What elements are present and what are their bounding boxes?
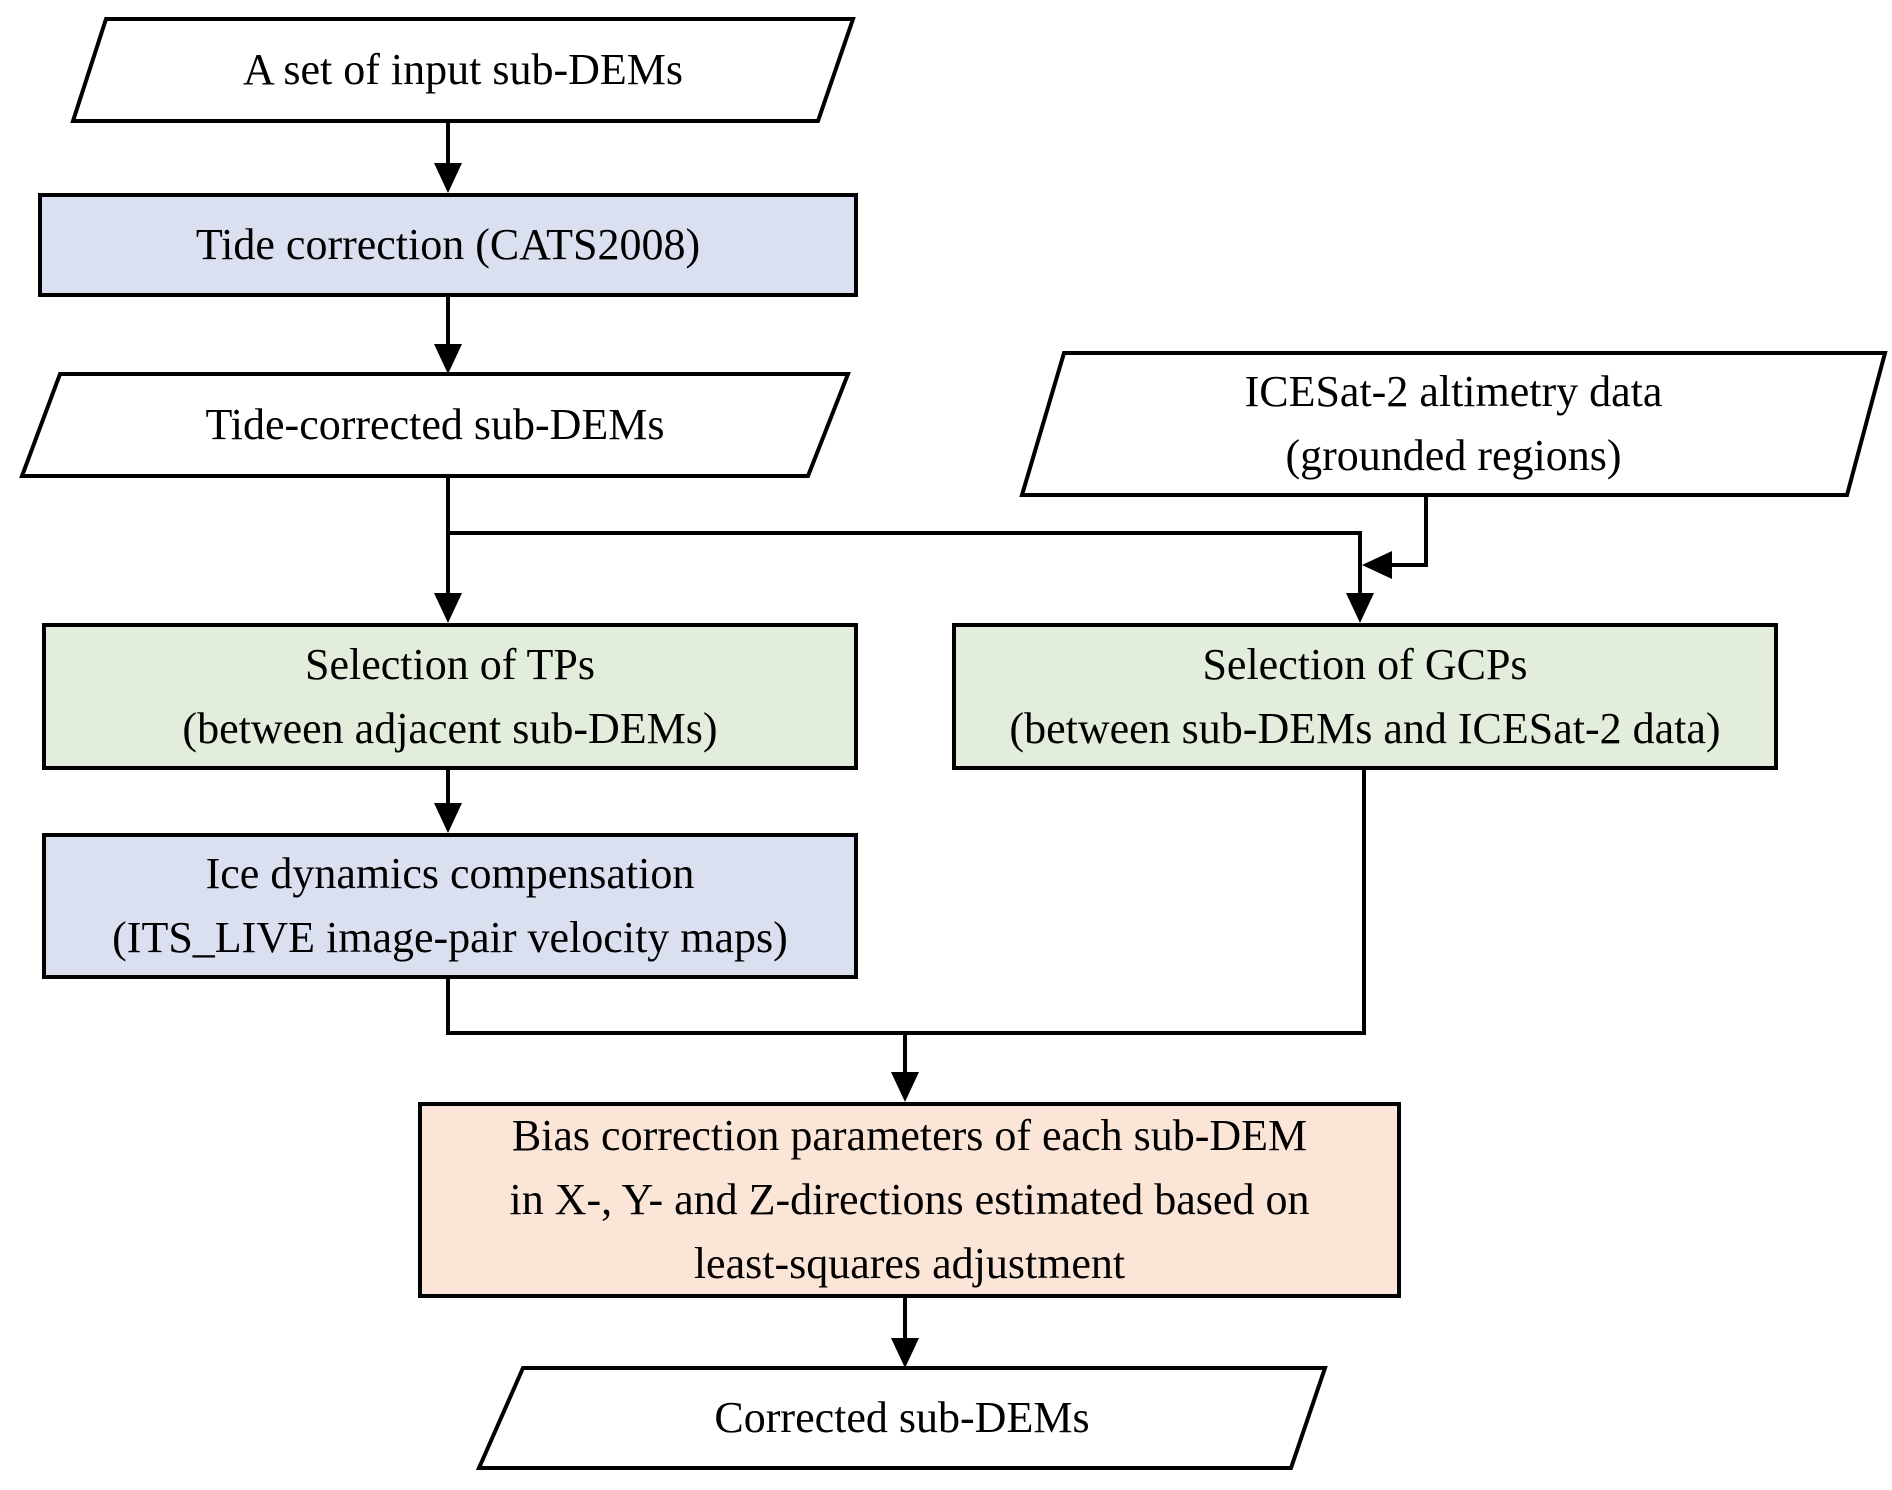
node-tps-label-line-1: Selection of TPs (304, 639, 596, 689)
arrowhead-into-ice-dynamics (434, 803, 462, 833)
node-ice-dynamics-label-line-2: (ITS_LIVE image-pair velocity maps) (112, 913, 788, 962)
line-branch-to-gcps (448, 531, 1362, 596)
node-input-subdems-label: A set of input sub-DEMs (243, 45, 683, 94)
node-bias-label-line-3: least-squares adjustment (693, 1239, 1126, 1288)
node-selection-of-tps: Selection of TPs (between adjacent sub-D… (42, 623, 858, 770)
line-icesat-to-gcps-junction (1392, 495, 1428, 567)
arrowhead-icesat-merge-left (1362, 551, 1392, 579)
arrowhead-into-bias (891, 1072, 919, 1102)
node-input-subdems: A set of input sub-DEMs (73, 19, 853, 121)
node-ice-dynamics-compensation: Ice dynamics compensation (ITS_LIVE imag… (42, 833, 858, 979)
node-bias-label-line-1: Bias correction parameters of each sub-D… (511, 1111, 1308, 1160)
node-icesat-label-line-1: ICESat-2 altimetry data (1244, 367, 1663, 416)
io-shape-input-subdems (70, 17, 856, 123)
node-ice-dynamics-label-line-1: Ice dynamics compensation (205, 849, 695, 898)
node-gcps-label-line-1: Selection of GCPs (1202, 639, 1528, 689)
node-tide-corrected-subdems: Tide-corrected sub-DEMs (22, 374, 848, 476)
io-shape-tide-corrected-subdems (19, 372, 851, 478)
io-shape-icesat-altimetry-data (1019, 351, 1888, 497)
node-corrected-subdems: Corrected sub-DEMs (479, 1368, 1325, 1468)
node-tide-correction-label: Tide correction (CATS2008) (195, 220, 701, 269)
node-icesat-label-line-2: (grounded regions) (1285, 431, 1622, 480)
node-corrected-subdems-label: Corrected sub-DEMs (714, 1393, 1090, 1442)
node-gcps-label-line-2: (between sub-DEMs and ICESat-2 data) (1009, 703, 1721, 753)
io-shape-corrected-subdems (475, 1366, 1328, 1470)
arrowhead-into-tide-correction (434, 163, 462, 193)
node-bias-label-line-2: in X-, Y- and Z-directions estimated bas… (509, 1175, 1310, 1224)
node-tide-corrected-subdems-label: Tide-corrected sub-DEMs (205, 400, 665, 449)
arrowhead-into-gcps (1346, 593, 1374, 623)
arrowhead-into-corrected (891, 1338, 919, 1368)
arrowhead-into-tps (434, 593, 462, 623)
node-bias-correction-parameters: Bias correction parameters of each sub-D… (418, 1102, 1401, 1298)
node-selection-of-gcps: Selection of GCPs (between sub-DEMs and … (952, 623, 1778, 770)
node-tps-label-line-2: (between adjacent sub-DEMs) (182, 703, 718, 753)
node-tide-correction: Tide correction (CATS2008) (38, 193, 858, 297)
arrowhead-into-tide-corrected (434, 344, 462, 374)
node-icesat-altimetry-data: ICESat-2 altimetry data (grounded region… (1022, 353, 1885, 495)
